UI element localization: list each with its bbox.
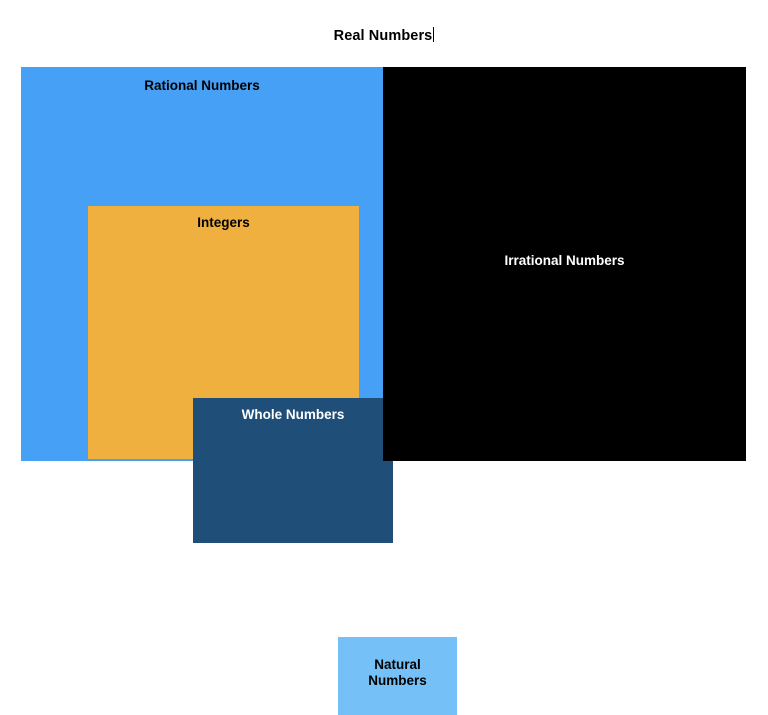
set-label-rational-numbers: Rational Numbers — [144, 78, 260, 93]
set-region-natural-numbers[interactable]: Natural Numbers — [338, 637, 457, 715]
set-label-natural-numbers: Natural Numbers — [368, 657, 427, 688]
set-label-irrational-numbers: Irrational Numbers — [504, 253, 625, 268]
diagram-title-text: Real Numbers — [333, 28, 433, 44]
set-label-integers: Integers — [197, 215, 250, 230]
set-label-whole-numbers: Whole Numbers — [241, 407, 345, 422]
set-region-irrational-numbers[interactable]: Irrational Numbers — [383, 67, 746, 461]
set-region-whole-numbers[interactable]: Whole Numbers Natural Numbers — [193, 398, 457, 715]
diagram-title[interactable]: Real Numbers — [0, 27, 768, 44]
set-region-integers[interactable]: Integers Whole Numbers Natural Numbers — [88, 206, 457, 715]
set-region-rational-numbers[interactable]: Rational Numbers Integers Whole Numbers … — [21, 67, 457, 715]
text-cursor-caret — [433, 27, 435, 42]
number-sets-diagram: Real Numbers Rational Numbers Integers W… — [0, 27, 768, 715]
